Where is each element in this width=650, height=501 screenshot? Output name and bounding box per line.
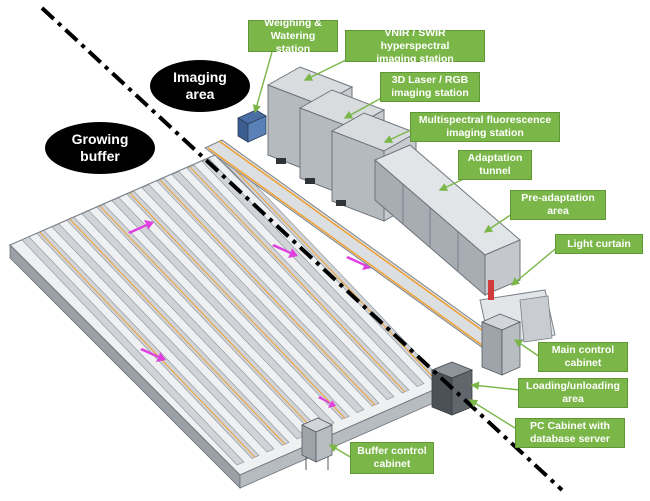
multispectral-callout: Multispectral fluorescence imaging stati… bbox=[410, 112, 560, 142]
adaptation-tunnel bbox=[374, 144, 521, 297]
weighing-watering-unit bbox=[237, 109, 267, 143]
growing-buffer-label: Growing buffer bbox=[45, 122, 155, 174]
buffer-row bbox=[186, 164, 410, 394]
direction-arrows bbox=[128, 220, 372, 408]
pre-adaptation-callout: Pre-adaptation area bbox=[510, 190, 606, 220]
main-control-cabinet-callout: Main control cabinet bbox=[538, 342, 628, 372]
buffer-control-cabinet-callout: Buffer control cabinet bbox=[350, 442, 434, 474]
vnir-swir-callout: VNIR / SWIR hyperspectral imaging statio… bbox=[345, 27, 485, 65]
area-separator-line bbox=[40, 6, 564, 492]
pc-cabinet-callout: PC Cabinet with database server bbox=[515, 418, 625, 448]
loading-unloading-callout: Loading/unloading area bbox=[518, 378, 628, 408]
direction-arrow bbox=[346, 256, 372, 270]
buffer-row bbox=[201, 158, 425, 387]
buffer-row bbox=[126, 190, 350, 420]
direction-arrow bbox=[318, 396, 336, 408]
direction-arrow bbox=[140, 348, 166, 362]
adaptation-tunnel-callout: Adaptation tunnel bbox=[458, 150, 532, 180]
direction-arrow bbox=[128, 220, 154, 234]
direction-arrow bbox=[272, 244, 298, 258]
weighing-watering-callout: Weighing & Watering station bbox=[248, 17, 338, 55]
buffer-row bbox=[111, 197, 335, 427]
buffer-conveyor-rows bbox=[21, 151, 440, 466]
buffer-row bbox=[21, 236, 245, 466]
imaging-area-label: Imaging area bbox=[150, 60, 250, 112]
buffer-row bbox=[156, 177, 380, 407]
main-control-cabinet-unit bbox=[480, 313, 522, 376]
leader-lines bbox=[252, 51, 561, 459]
imaging-stations bbox=[266, 66, 418, 222]
buffer-row bbox=[66, 217, 290, 446]
buffer-control-cabinet-unit bbox=[301, 417, 333, 470]
buffer-row bbox=[141, 184, 365, 414]
station-doors bbox=[276, 158, 346, 206]
buffer-row bbox=[171, 171, 395, 400]
light-curtain-callout: Light curtain bbox=[555, 234, 643, 254]
light-curtain bbox=[488, 280, 494, 300]
laser-rgb-callout: 3D Laser / RGB imaging station bbox=[380, 72, 480, 102]
buffer-row bbox=[36, 230, 260, 459]
buffer-row bbox=[51, 223, 275, 453]
